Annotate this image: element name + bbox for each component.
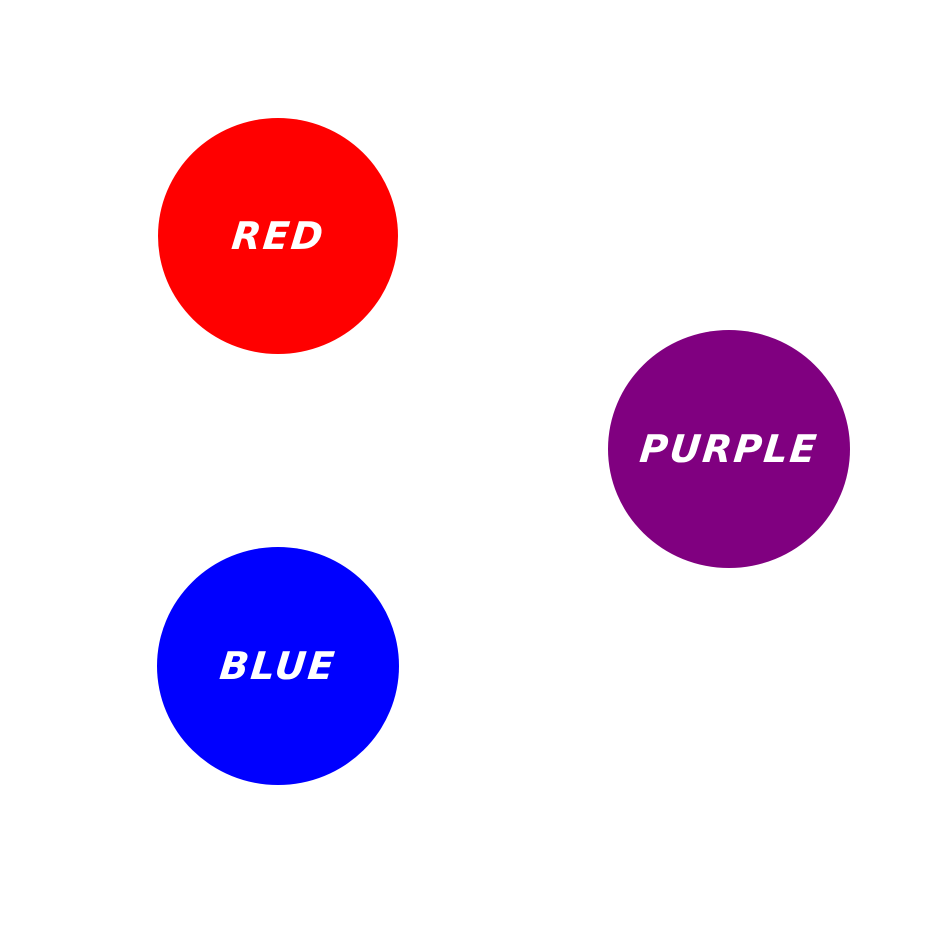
purple-circle-label: PURPLE [637,427,821,471]
red-circle: RED [158,118,398,354]
blue-circle: BLUE [157,547,399,785]
red-circle-label: RED [229,214,327,258]
purple-circle: PURPLE [608,330,850,568]
blue-circle-label: BLUE [217,644,339,688]
